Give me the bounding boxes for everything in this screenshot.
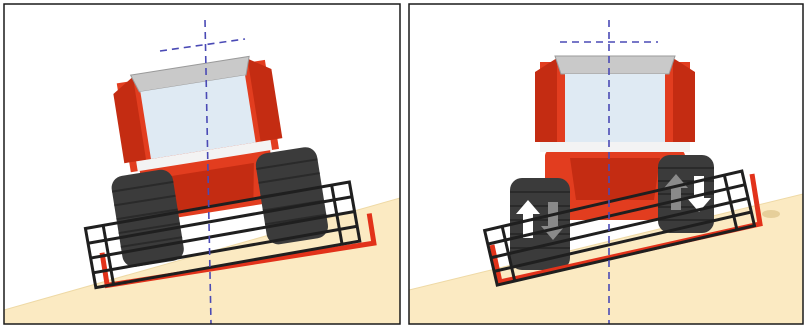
body-strip-right xyxy=(540,142,690,152)
header-reel-left xyxy=(83,180,362,290)
body-grill xyxy=(159,162,254,212)
cab-side-right xyxy=(247,58,283,142)
vertical-axis-left xyxy=(204,19,212,324)
cab-roof xyxy=(129,55,250,93)
ground-stone xyxy=(762,210,780,218)
header-skid-left xyxy=(99,213,377,289)
panel-left-frame xyxy=(3,3,401,325)
header-reel-right xyxy=(482,169,757,287)
cab-window xyxy=(140,75,256,159)
body-grill-right xyxy=(570,158,660,200)
panel-left xyxy=(4,4,400,324)
body-strip xyxy=(136,140,273,172)
cab-side-right-right xyxy=(673,58,695,142)
cab-window-right xyxy=(565,74,665,146)
combine-left xyxy=(99,55,377,289)
horizon-line-left xyxy=(159,38,246,52)
panel-right xyxy=(409,4,803,324)
panel-right-frame xyxy=(408,3,804,325)
cab-roof-right xyxy=(554,55,676,75)
combine-right xyxy=(535,55,695,220)
tire-right-right xyxy=(658,155,714,233)
cab-side-left-right xyxy=(535,58,557,142)
cab-side-left xyxy=(113,76,147,164)
